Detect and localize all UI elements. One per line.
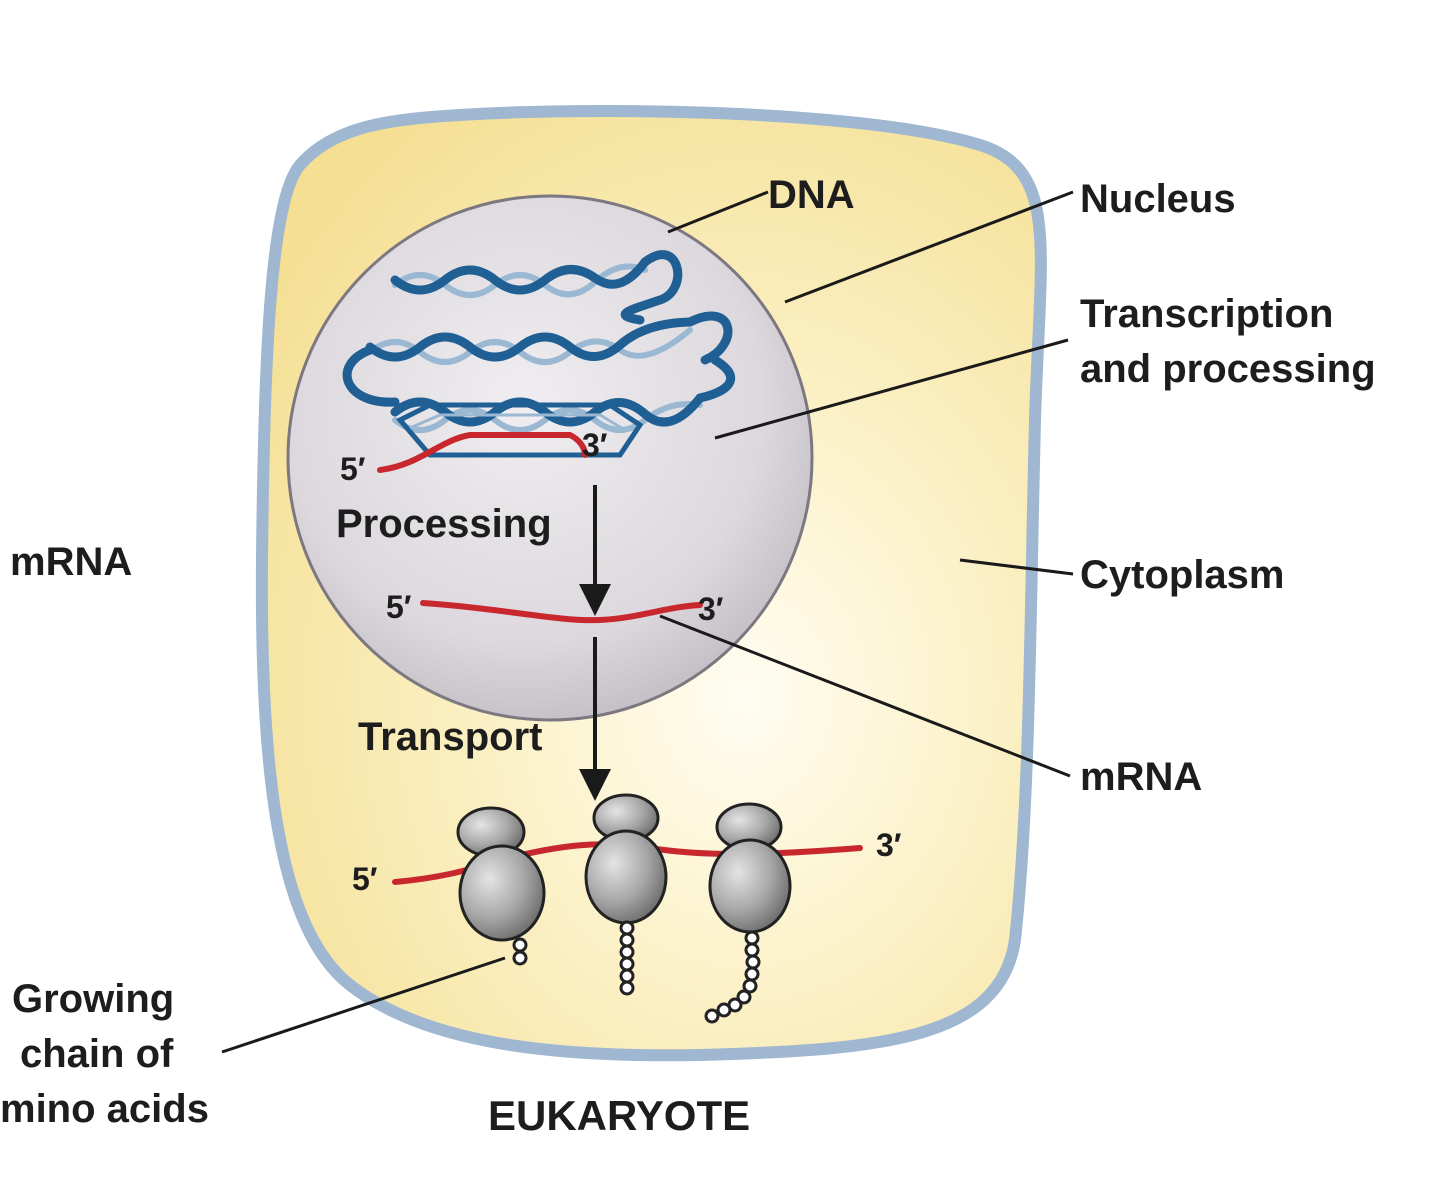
growing-chain-label-line2: chain of (20, 1032, 174, 1076)
diagram-title: EUKARYOTE (488, 1092, 750, 1139)
ribosome-1 (456, 806, 546, 966)
ribosome-2 (584, 793, 668, 996)
nucleus-leader (784, 190, 1074, 304)
five-prime-dna-label: 5′ (340, 451, 366, 487)
transcription-label-line2: and processing (1080, 347, 1376, 391)
nucleus (286, 194, 814, 722)
ribosome-3 (704, 802, 792, 1024)
dna-label: DNA (768, 173, 855, 217)
transcription-leader (714, 338, 1069, 440)
nucleus-label: Nucleus (1080, 177, 1236, 221)
processing-label: Processing (336, 502, 552, 546)
five-prime-mrna-label: 5′ (386, 589, 412, 625)
mrna-right-label: mRNA (1080, 755, 1202, 799)
three-prime-ribo-label: 3′ (876, 827, 902, 863)
mrna-leader (659, 614, 1071, 778)
cytoplasm-leader (959, 558, 1074, 576)
transport-label: Transport (358, 715, 542, 759)
cytoplasm-label: Cytoplasm (1080, 553, 1285, 597)
amino-chain-leader (221, 956, 506, 1054)
growing-chain-label-line1: Growing (12, 977, 174, 1021)
leader-lines (221, 190, 1074, 1054)
pre-mrna-strand (377, 432, 588, 473)
five-prime-ribo-label: 5′ (352, 861, 378, 897)
transcription-label-line1: Transcription (1080, 292, 1333, 336)
mrna-left-label: mRNA (10, 540, 132, 584)
dna-leader (667, 190, 769, 234)
three-prime-dna-label: 3′ (582, 427, 608, 463)
three-prime-mrna-label: 3′ (698, 591, 724, 627)
growing-chain-label-line3: mino acids (0, 1087, 209, 1131)
mature-mrna-strand (420, 600, 703, 624)
